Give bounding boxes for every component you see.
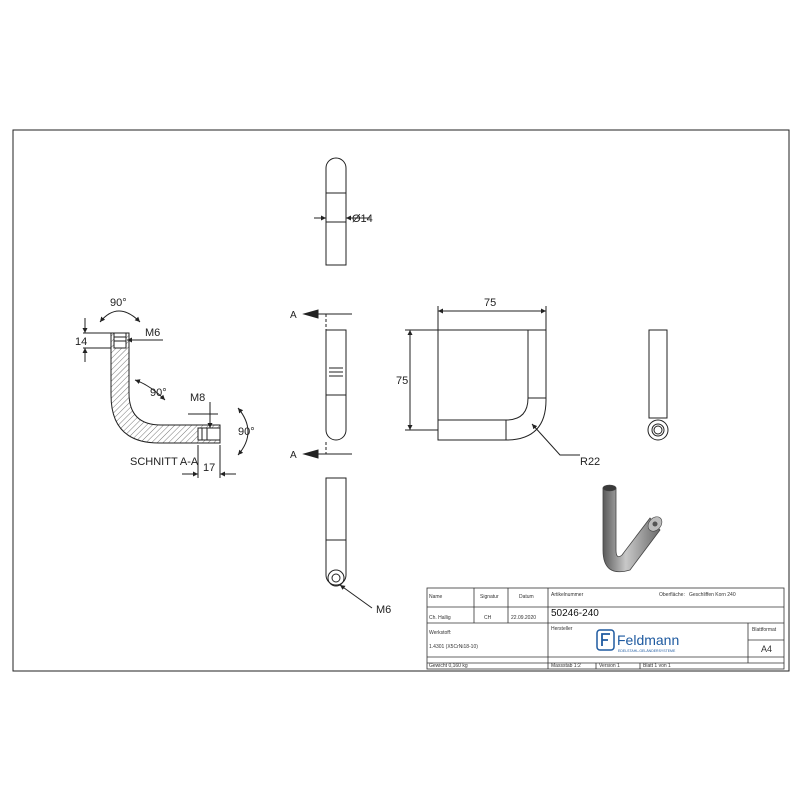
company-tagline: EDELSTAHL-GELÄNDERSYSTEME xyxy=(618,649,676,653)
thread-end-label: M8 xyxy=(190,392,205,404)
surface-label: Oberfläche: xyxy=(659,592,685,598)
material-value: 1.4301 (X5CrNi18-10) xyxy=(429,644,478,650)
angle-top-label: 90° xyxy=(110,297,127,309)
right-view xyxy=(647,329,669,441)
col-header-signatur: Signatur xyxy=(480,594,499,600)
title-block-frame xyxy=(426,587,785,670)
section-marker-bottom: A xyxy=(290,450,297,461)
section-view xyxy=(82,310,249,478)
article-number: 50246-240 xyxy=(551,608,599,619)
scale: Massstab 1:2 xyxy=(551,663,581,669)
title-block: Name Signatur Datum Ch. Hallig CH 22.09.… xyxy=(427,588,784,669)
article-label: Artikelnummer xyxy=(551,592,584,598)
sheet-number: Blatt 1 von 1 xyxy=(643,663,671,669)
drawn-by-signature: CH xyxy=(484,615,492,621)
angle-end-label: 90° xyxy=(238,426,255,438)
col-header-name: Name xyxy=(429,594,443,600)
height-dimension: 75 xyxy=(396,375,408,387)
bottom-thread-label: M6 xyxy=(376,604,391,616)
surface-value: Geschliffen Korn 240 xyxy=(689,592,736,598)
format-label: Blattformat xyxy=(752,627,777,633)
format-value: A4 xyxy=(761,644,773,654)
section-title: SCHNITT A-A xyxy=(130,456,199,468)
render-3d xyxy=(602,484,663,573)
drawn-by-name: Ch. Hallig xyxy=(429,615,451,621)
diameter-label: Ø14 xyxy=(352,213,373,225)
section-marker-top: A xyxy=(290,310,297,321)
top-view xyxy=(314,157,370,266)
material-label: Werkstoff: xyxy=(429,630,452,636)
angle-bend-label: 90° xyxy=(150,387,167,399)
col-header-datum: Datum xyxy=(519,594,534,600)
thread-top-label: M6 xyxy=(145,327,160,339)
weight: Gewicht 0,160 kg xyxy=(429,663,468,669)
dim-17-label: 17 xyxy=(203,462,215,474)
maker-label: Hersteller xyxy=(551,626,573,632)
drawn-date: 22.09.2020 xyxy=(511,615,537,621)
company-name: Feldmann xyxy=(617,632,680,648)
front-view xyxy=(405,306,580,456)
radius-label: R22 xyxy=(580,456,600,468)
dim-14-label: 14 xyxy=(75,336,87,348)
version: Version 1 xyxy=(599,663,620,669)
bottom-view xyxy=(325,477,373,609)
side-view xyxy=(302,309,352,459)
sheet-border xyxy=(12,129,790,672)
width-dimension: 75 xyxy=(484,297,496,309)
feldmann-logo-icon xyxy=(596,629,615,651)
